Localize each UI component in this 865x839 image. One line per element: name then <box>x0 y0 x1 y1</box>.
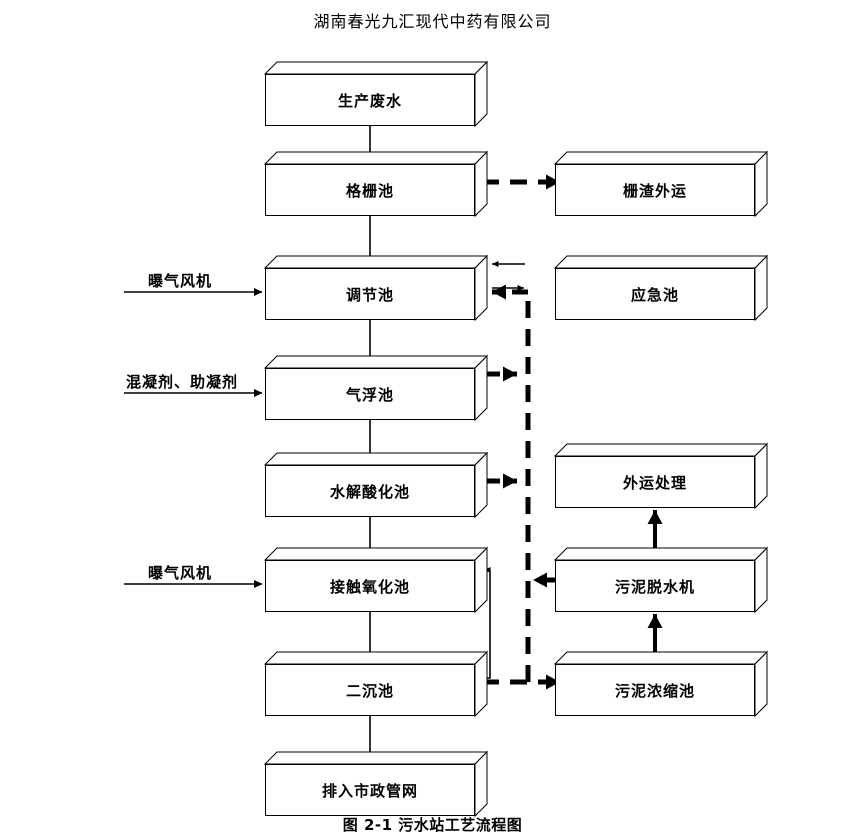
node-3d-faces <box>553 546 769 614</box>
node-label: 水解酸化池 <box>265 465 475 517</box>
node-label: 调节池 <box>265 268 475 320</box>
process-node-n8: 外运处理 <box>553 442 769 510</box>
node-3d-faces <box>553 442 769 510</box>
node-label: 接触氧化池 <box>265 560 475 612</box>
figure-caption: 图 2-1 污水站工艺流程图 <box>342 816 523 834</box>
process-node-n5: 应急池 <box>553 254 769 322</box>
node-3d-faces <box>553 254 769 322</box>
node-label: 外运处理 <box>555 456 755 508</box>
node-label: 格栅池 <box>265 164 475 216</box>
process-node-n6: 气浮池 <box>263 354 489 422</box>
node-label: 排入市政管网 <box>265 764 475 816</box>
node-label: 生产废水 <box>265 74 475 126</box>
input-label-l1: 曝气风机 <box>148 272 213 290</box>
process-node-n2: 格栅池 <box>263 150 489 218</box>
page-title: 湖南春光九汇现代中药有限公司 <box>313 12 552 31</box>
node-3d-faces <box>553 150 769 218</box>
node-3d-faces <box>263 60 489 128</box>
process-node-n11: 二沉池 <box>263 650 489 718</box>
node-3d-faces <box>263 354 489 422</box>
node-label: 二沉池 <box>265 664 475 716</box>
node-3d-faces <box>553 650 769 718</box>
node-label: 污泥脱水机 <box>555 560 755 612</box>
node-label: 气浮池 <box>265 368 475 420</box>
node-label: 栅渣外运 <box>555 164 755 216</box>
process-node-n7: 水解酸化池 <box>263 451 489 519</box>
node-3d-faces <box>263 254 489 322</box>
node-label: 污泥浓缩池 <box>555 664 755 716</box>
process-node-n3: 栅渣外运 <box>553 150 769 218</box>
node-3d-faces <box>263 546 489 614</box>
node-3d-faces <box>263 650 489 718</box>
process-node-n13: 排入市政管网 <box>263 750 489 818</box>
input-label-l2: 混凝剂、助凝剂 <box>126 373 239 391</box>
process-node-n4: 调节池 <box>263 254 489 322</box>
process-node-n9: 接触氧化池 <box>263 546 489 614</box>
input-label-l3: 曝气风机 <box>148 564 213 582</box>
process-node-n1: 生产废水 <box>263 60 489 128</box>
process-node-n12: 污泥浓缩池 <box>553 650 769 718</box>
node-3d-faces <box>263 150 489 218</box>
process-node-n10: 污泥脱水机 <box>553 546 769 614</box>
node-label: 应急池 <box>555 268 755 320</box>
